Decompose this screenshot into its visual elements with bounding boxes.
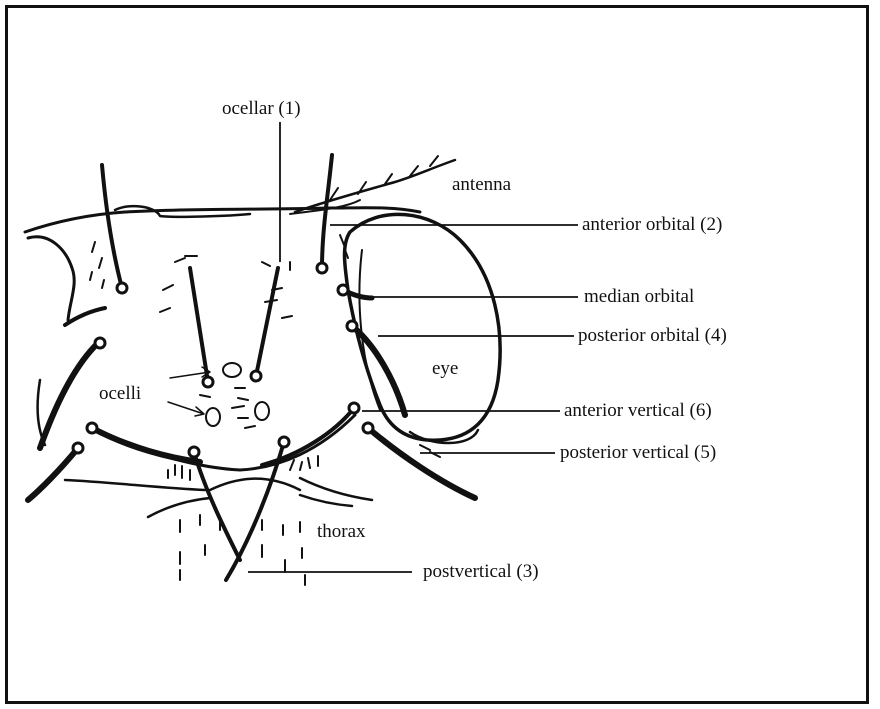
eye-inner-rim xyxy=(359,250,380,410)
label-ocellar: ocellar (1) xyxy=(222,99,301,118)
label-anterior-vertical: anterior vertical (6) xyxy=(564,401,712,420)
posterior-vertical-bristle-left xyxy=(28,448,78,500)
frons-top-outline xyxy=(25,208,420,232)
antenna xyxy=(295,160,455,212)
thorax-left-edge xyxy=(148,498,210,517)
label-posterior-vertical: posterior vertical (5) xyxy=(560,443,716,462)
anterior-vertical-bristle-right xyxy=(262,408,354,465)
thorax-right-edge xyxy=(300,495,352,506)
label-postvertical: postvertical (3) xyxy=(423,562,539,581)
neck-center xyxy=(210,479,300,490)
ocellus-right xyxy=(255,402,269,420)
frons-hairs xyxy=(90,235,440,585)
anterior-orbital-bristle-left xyxy=(102,165,122,288)
small-bristle-left xyxy=(65,308,105,325)
neck-left xyxy=(65,480,205,490)
ocelli-arrow-2 xyxy=(168,402,204,416)
label-thorax: thorax xyxy=(317,522,366,541)
anterior-vertical-bristle-left xyxy=(92,428,200,462)
label-antenna: antenna xyxy=(452,175,511,194)
eye-outline xyxy=(345,214,501,440)
label-anterior-orbital: anterior orbital (2) xyxy=(582,215,722,234)
ocellar-bristle-left xyxy=(190,268,208,382)
ocellus-left xyxy=(206,408,220,426)
label-posterior-orbital: posterior orbital (4) xyxy=(578,326,727,345)
label-ocelli: ocelli xyxy=(99,384,141,403)
label-median-orbital: median orbital xyxy=(584,287,694,306)
ocellar-bristle-right xyxy=(256,268,278,376)
antenna-branch xyxy=(330,156,438,200)
ocellus-front xyxy=(223,363,241,377)
neck-right xyxy=(300,478,372,500)
frons-left-outline xyxy=(28,237,74,320)
label-eye: eye xyxy=(432,359,458,378)
anterior-orbital-bristle-right xyxy=(322,155,332,268)
